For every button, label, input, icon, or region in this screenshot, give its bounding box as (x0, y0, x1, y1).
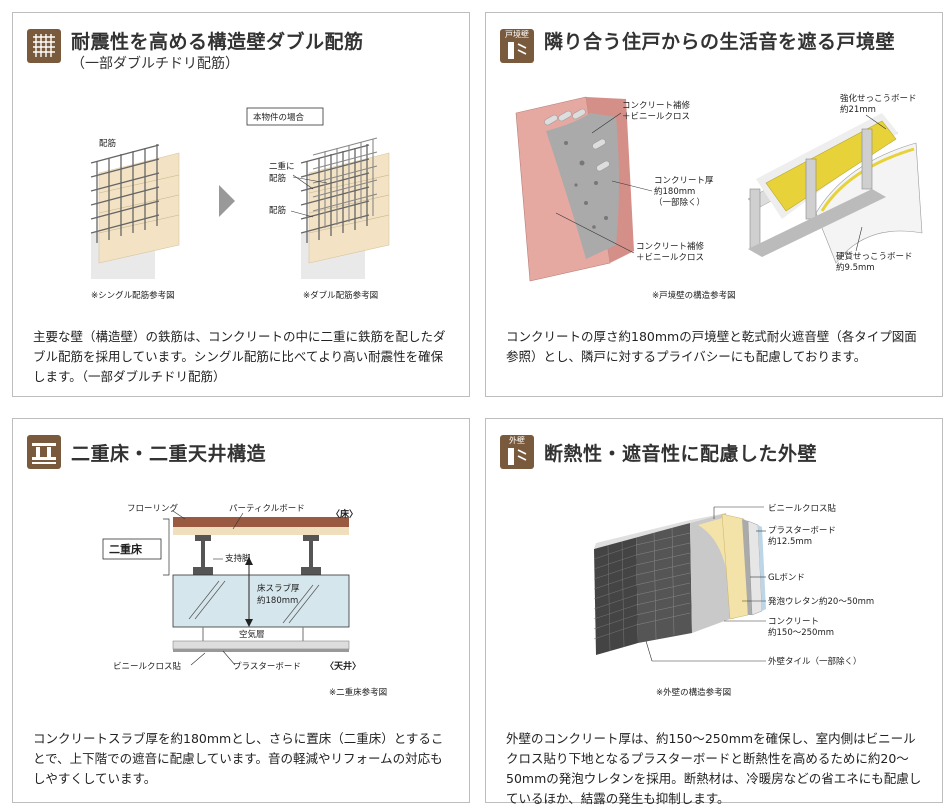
label-reinforced-2: 約21mm (840, 104, 876, 115)
single-rebar-illustration: 配筋 ※シングル配筋参考図 (90, 138, 180, 301)
label-gl-bond: GLボンド (768, 573, 805, 583)
label-urethane: 発泡ウレタン約20～50mm (768, 596, 874, 607)
particle-board-layer (173, 527, 349, 535)
label-floor: 〈床〉 (331, 508, 358, 520)
label-flooring: フローリング (127, 503, 179, 514)
label-plaster-2: 約12.5mm (768, 536, 812, 547)
exterior-wall-diagram: ビニールクロス貼 プラスターボード 約12.5mm GLボンド 発泡ウレタン約2… (593, 503, 874, 698)
panel-subtitle: （一部ダブルチドリ配筋） (71, 56, 239, 72)
label-concrete-1: コンクリート (768, 617, 819, 627)
panel-title: 耐震性を高める構造壁ダブル配筋 (71, 31, 364, 53)
label-double-1: 二重に (269, 161, 295, 172)
label-slab-1: 床スラブ厚 (257, 583, 300, 594)
floor-slab (172, 574, 350, 628)
label-plaster-1: プラスターボード (768, 526, 836, 536)
icon-tag: 外壁 (509, 436, 525, 445)
panel-body: 主要な壁（構造壁）の鉄筋は、コンクリートの中に二重に鉄筋を配したダブル配筋を採用… (33, 329, 446, 384)
panel-partition-wall: 戸境壁 隣り合う住戸からの生活音を遮る戸境壁 コンクリート補修 ＋ビニールクロス… (485, 12, 943, 397)
label-hard-2: 約9.5mm (836, 262, 875, 273)
label-vinyl-cloth: ビニールクロス貼 (113, 661, 182, 672)
label-concrete-2: 約150～250mm (768, 627, 834, 638)
panel-title: 隣り合う住戸からの生活音を遮る戸境壁 (544, 31, 896, 53)
label-repair-bottom-2: ＋ビニールクロス (636, 253, 704, 263)
label-rebar-2: 配筋 (269, 205, 286, 216)
double-rebar-illustration: 本物件の場合 二重に (246, 107, 390, 301)
caption-single: ※シングル配筋参考図 (91, 290, 175, 301)
label-particle-board: パーティクルボード (229, 504, 305, 514)
flooring-layer (173, 517, 349, 527)
label-rebar: 配筋 (99, 138, 116, 149)
panel-double-floor: 二重床・二重天井構造 フローリング パーティクルボード 〈床 (12, 418, 470, 803)
label-this-property: 本物件の場合 (253, 112, 305, 123)
label-tile: 外壁タイル（一部除く） (768, 656, 862, 667)
panel-title: 二重床・二重天井構造 (71, 443, 267, 465)
label-slab-2: 約180mm (257, 595, 298, 606)
double-floor-diagram: フローリング パーティクルボード 〈床〉 二重床 支持脚 床スラブ厚 約180m… (102, 503, 387, 698)
label-vinyl-cloth: ビニールクロス貼 (768, 503, 837, 514)
rebar-grid-icon (27, 29, 61, 63)
label-thickness-1: コンクリート厚 (654, 176, 714, 186)
panel-double-rebar: 耐震性を高める構造壁ダブル配筋 （一部ダブルチドリ配筋） 配筋 ※シングル配筋参… (12, 12, 470, 397)
label-support-leg: 支持脚 (225, 553, 251, 564)
label-thickness-3: （一部除く） (654, 197, 705, 208)
label-ceiling: 〈天井〉 (325, 660, 361, 672)
double-floor-icon (27, 435, 61, 469)
label-double-2: 配筋 (269, 173, 286, 184)
label-repair-top-1: コンクリート補修 (622, 100, 691, 111)
label-air-layer: 空気層 (239, 629, 265, 640)
icon-tag: 戸境壁 (505, 30, 529, 39)
label-repair-bottom-1: コンクリート補修 (636, 241, 705, 252)
panel-body: 外壁のコンクリート厚は、約150～250mmを確保し、室内側はビニールクロス貼り… (506, 731, 922, 806)
partition-wall-icon: 戸境壁 (500, 29, 534, 63)
label-thickness-2: 約180mm (654, 186, 695, 197)
label-plaster-board: プラスターボード (233, 662, 301, 672)
arrow-icon (219, 185, 235, 217)
caption-double: ※ダブル配筋参考図 (303, 290, 378, 301)
caption-partition: ※戸境壁の構造参考図 (652, 290, 736, 301)
panel-body: コンクリートの厚さ約180mmの戸境壁と乾式耐火遮音壁（各タイプ図面参照）とし、… (506, 329, 917, 364)
rebar-diagram: 配筋 ※シングル配筋参考図 本物件の場合 (90, 107, 390, 301)
caption-exterior: ※外壁の構造参考図 (656, 687, 731, 698)
panel-title: 断熱性・遮音性に配慮した外壁 (544, 443, 818, 465)
partition-wall-diagram: コンクリート補修 ＋ビニールクロス コンクリート厚 約180mm （一部除く） … (515, 93, 923, 301)
label-double-floor: 二重床 (109, 542, 143, 556)
label-reinforced-1: 強化せっこうボード (840, 93, 917, 104)
exterior-wall-icon: 外壁 (500, 435, 534, 469)
label-hard-1: 硬質せっこうボード (836, 251, 913, 262)
caption-double-floor: ※二重床参考図 (329, 687, 387, 698)
plaster-board-layer (172, 640, 350, 650)
panel-exterior-wall: 外壁 断熱性・遮音性に配慮した外壁 (485, 418, 943, 806)
label-repair-top-2: ＋ビニールクロス (622, 112, 690, 122)
panel-body: コンクリートスラブ厚を約180mmとし、さらに置床（二重床）とすることで、上下階… (33, 731, 444, 786)
